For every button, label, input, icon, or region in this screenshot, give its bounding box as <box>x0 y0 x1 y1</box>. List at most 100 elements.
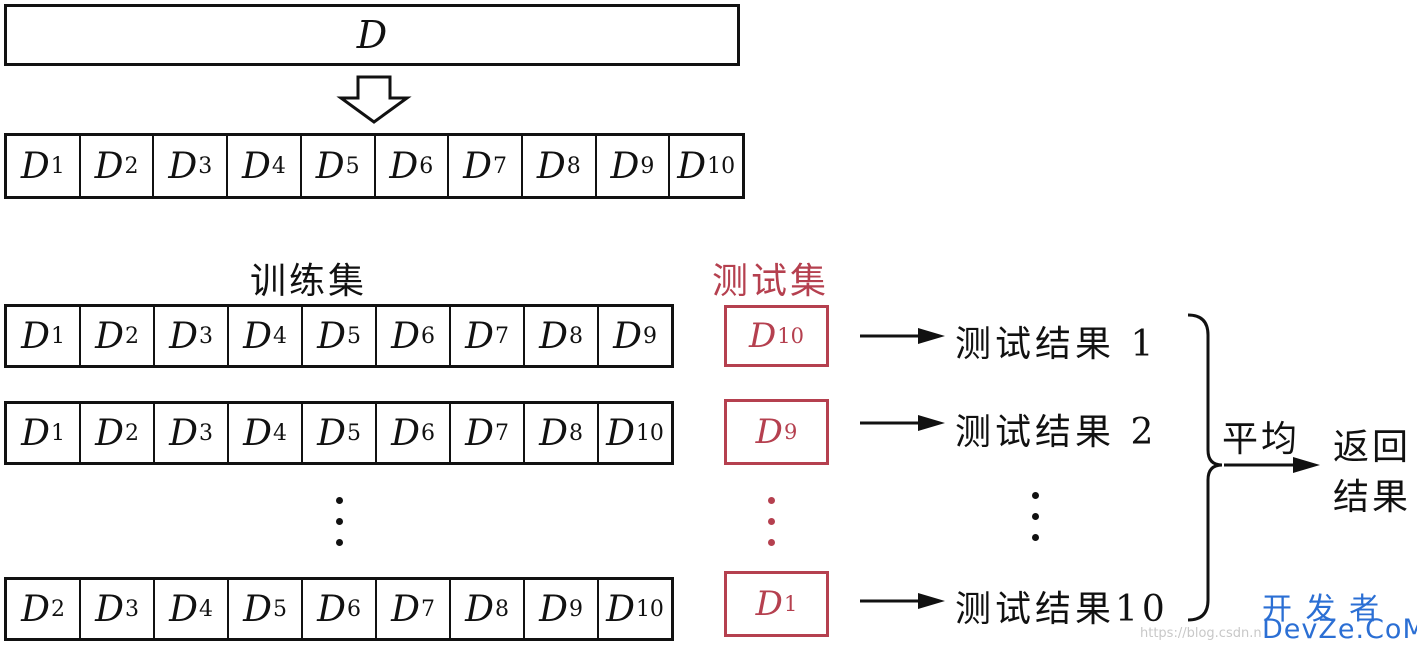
train-fold-cell-base: D <box>21 412 50 454</box>
fold-cell-base: D <box>242 145 271 187</box>
train-fold-cell-subscript: 7 <box>420 596 435 622</box>
fold-cell-base: D <box>389 145 419 187</box>
fold-cell-base: D <box>536 145 566 187</box>
fold-cell-base: D <box>610 145 640 187</box>
train-fold-cell-base: D <box>465 315 494 357</box>
train-fold-cell-subscript: 3 <box>198 420 213 446</box>
train-fold-cell-subscript: 4 <box>272 420 287 446</box>
train-fold-cell-base: D <box>169 588 198 630</box>
dataset-label: D <box>356 13 388 57</box>
train-fold-cell-base: D <box>317 588 346 630</box>
train-fold-cell-base: D <box>317 315 346 357</box>
train-fold-cell-subscript: 5 <box>346 420 361 446</box>
fold-cell-subscript: 10 <box>707 153 736 179</box>
result-label-10: 测试结果10 <box>955 589 1169 630</box>
train-fold-cell-subscript: 8 <box>568 420 583 446</box>
average-arrow-head <box>1293 457 1320 473</box>
train-fold-cell-base: D <box>606 588 635 630</box>
dataset-box: D <box>4 4 740 66</box>
test-fold-subscript: 10 <box>777 324 804 348</box>
train-fold-cell-base: D <box>95 588 124 630</box>
fold-cell-subscript: 9 <box>640 153 655 179</box>
fold-cell-base: D <box>463 145 492 187</box>
train-fold-cell-base: D <box>613 315 642 357</box>
split-down-arrow-icon <box>336 75 412 124</box>
train-fold-cell-base: D <box>243 315 272 357</box>
train-fold-cell-subscript: 10 <box>635 420 664 446</box>
fold-cell-subscript: 5 <box>345 153 360 179</box>
test-fold-subscript: 9 <box>783 420 798 444</box>
train-set-label: 训练集 <box>250 261 368 302</box>
train-fold-cell-subscript: 9 <box>642 323 657 349</box>
train-fold-cell-subscript: 1 <box>50 323 65 349</box>
average-label: 平均 <box>1222 419 1301 460</box>
fold-cell-subscript: 7 <box>493 153 507 179</box>
train-fold-cell-base: D <box>169 315 198 357</box>
fold-cell-subscript: 8 <box>566 153 581 179</box>
train-fold-cell-subscript: 7 <box>494 323 509 349</box>
result-ellipsis <box>1032 492 1040 555</box>
fold-cell-base: D <box>315 145 345 187</box>
fold-cell-subscript: 4 <box>271 153 286 179</box>
train-fold-cell-base: D <box>391 588 420 630</box>
test-fold-base: D <box>755 412 783 452</box>
train-fold-cell-base: D <box>95 412 124 454</box>
train-fold-cell-subscript: 6 <box>346 596 361 622</box>
train-fold-cell-base: D <box>21 588 50 630</box>
train-fold-cell-subscript: 6 <box>420 420 435 446</box>
train-fold-cell-subscript: 2 <box>124 420 139 446</box>
fold-cell-subscript: 1 <box>50 153 65 179</box>
train-fold-cell-base: D <box>391 315 420 357</box>
fold-cell-base: D <box>168 145 198 187</box>
watermark-url: https://blog.csdn.n <box>1140 626 1262 641</box>
train-fold-cell-subscript: 3 <box>124 596 139 622</box>
train-fold-cell-base: D <box>243 588 272 630</box>
train-fold-cell-base: D <box>539 315 568 357</box>
train-fold-cell-subscript: 1 <box>50 420 65 446</box>
train-fold-cell-subscript: 9 <box>568 596 583 622</box>
train-fold-cell-subscript: 4 <box>272 323 287 349</box>
fold-cell-subscript: 6 <box>419 153 434 179</box>
train-fold-cell-subscript: 5 <box>272 596 287 622</box>
train-fold-cell-subscript: 8 <box>568 323 583 349</box>
train-ellipsis <box>336 497 344 560</box>
train-fold-cell-subscript: 8 <box>494 596 509 622</box>
test-ellipsis <box>768 497 776 560</box>
train-fold-cell-base: D <box>169 412 198 454</box>
